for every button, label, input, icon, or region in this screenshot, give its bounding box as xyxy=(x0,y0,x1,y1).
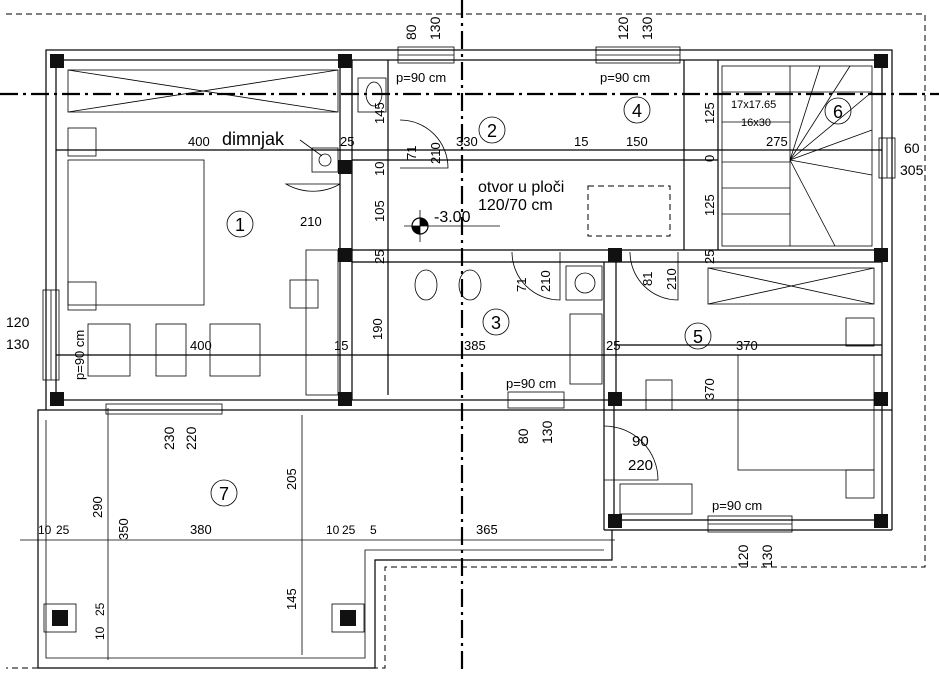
slab-opening xyxy=(587,185,671,237)
window-symbols xyxy=(42,46,896,533)
dim-125-b: 125 xyxy=(702,194,717,216)
window-top-left-width: 80 xyxy=(403,24,419,40)
dim-25-d: 25 xyxy=(606,338,620,353)
dim-330: 330 xyxy=(456,134,478,149)
window-labels: p=90 cm 80 130 p=90 cm 120 130 p=90 cm 1… xyxy=(6,16,924,568)
dim-350: 350 xyxy=(116,518,131,540)
level-marker xyxy=(404,210,500,242)
slab-opening-label-2: 120/70 cm xyxy=(478,197,553,214)
dim-145-b: 145 xyxy=(284,588,299,610)
dim-15-a: 15 xyxy=(574,134,588,149)
window-right-width: 60 xyxy=(904,140,920,156)
dimension-labels: 400 25 330 15 150 275 125 0 125 25 145 1… xyxy=(38,102,788,640)
dim-25-a: 25 xyxy=(340,134,354,149)
window-top-right-height: 130 xyxy=(639,16,655,40)
dim-25-c: 25 xyxy=(372,250,387,264)
room-label-5: 5 xyxy=(693,327,703,347)
dim-400-top: 400 xyxy=(188,134,210,149)
window-top-left-height: 130 xyxy=(427,16,443,40)
dimension-lines xyxy=(20,100,880,660)
terrace-door-width: 230 xyxy=(161,426,177,450)
window-left-sill: p=90 cm xyxy=(72,330,87,380)
slab-opening-label-1: otvor u ploči xyxy=(478,179,564,196)
room-label-7: 7 xyxy=(219,484,229,504)
dim-210-b: 210 xyxy=(300,214,322,229)
stairs-label-1: 17x17.65 xyxy=(731,99,776,111)
window-bottom-right-width: 120 xyxy=(735,544,751,568)
dim-190: 190 xyxy=(370,318,385,340)
dashed-outline xyxy=(6,13,926,669)
room-label-2: 2 xyxy=(487,121,497,141)
window-top-left-sill: p=90 cm xyxy=(396,70,446,85)
dim-81: 81 xyxy=(640,272,655,286)
dim-145: 145 xyxy=(372,102,387,124)
room-label-6: 6 xyxy=(833,102,843,122)
dim-210-c: 210 xyxy=(538,270,553,292)
dim-25-f: 25 xyxy=(342,523,356,537)
window-bottom-right-height: 130 xyxy=(759,544,775,568)
room-label-3: 3 xyxy=(491,313,501,333)
window-top-right-width: 120 xyxy=(615,16,631,40)
dim-10-a: 10 xyxy=(38,523,52,537)
columns xyxy=(50,54,888,528)
dim-380: 380 xyxy=(190,522,212,537)
terrace-door-height: 220 xyxy=(183,426,199,450)
dim-275: 275 xyxy=(766,134,788,149)
window-top-right-sill: p=90 cm xyxy=(600,70,650,85)
dim-290: 290 xyxy=(90,496,105,518)
window-bath-height: 130 xyxy=(539,420,555,444)
dim-370-h: 370 xyxy=(736,338,758,353)
dim-365: 365 xyxy=(476,522,498,537)
chimney xyxy=(299,139,339,173)
dim-150: 150 xyxy=(626,134,648,149)
exterior-walls xyxy=(45,49,893,531)
dim-370-v: 370 xyxy=(702,378,717,400)
window-bottom-right-sill: p=90 cm xyxy=(712,498,762,513)
level-mark-label: -3.00 xyxy=(434,209,471,226)
dim-5: 5 xyxy=(370,523,377,537)
dim-125-a: 125 xyxy=(702,102,717,124)
dim-10-c: 10 xyxy=(93,626,107,640)
dim-385: 385 xyxy=(464,338,486,353)
dim-25-b: 25 xyxy=(702,250,717,264)
dim-210-a: 210 xyxy=(428,142,443,164)
dim-220: 220 xyxy=(628,457,653,474)
dim-105: 105 xyxy=(372,200,387,222)
bed-room-5 xyxy=(619,267,875,515)
dim-10-b: 10 xyxy=(326,523,340,537)
door-swings xyxy=(284,119,679,481)
dim-25-g: 25 xyxy=(93,602,107,616)
dim-400-mid: 400 xyxy=(190,338,212,353)
bathroom-fixtures xyxy=(357,77,603,385)
terrace xyxy=(37,409,613,669)
dim-71-a: 71 xyxy=(404,146,419,160)
dim-0: 0 xyxy=(702,155,717,162)
window-left-height: 130 xyxy=(6,336,30,352)
window-right-height: 305 xyxy=(900,162,924,178)
dim-71-b: 71 xyxy=(514,278,529,292)
dim-90: 90 xyxy=(632,433,649,450)
dim-10: 10 xyxy=(372,162,387,176)
bed-room-1 xyxy=(67,69,339,396)
window-bath-width: 80 xyxy=(515,428,531,444)
dim-210-d: 210 xyxy=(664,268,679,290)
window-left-width: 120 xyxy=(6,314,30,330)
dim-15-b: 15 xyxy=(334,338,348,353)
dim-25-e: 25 xyxy=(56,523,70,537)
chimney-label: dimnjak xyxy=(222,129,285,149)
window-bath-sill: p=90 cm xyxy=(506,376,556,391)
staircase xyxy=(721,65,873,247)
dim-205: 205 xyxy=(284,468,299,490)
stairs-label-2: 16x30 xyxy=(741,117,771,129)
annotations: dimnjak otvor u ploči 120/70 cm -3.00 17… xyxy=(222,99,776,226)
room-label-4: 4 xyxy=(632,101,642,121)
room-labels: 1 2 3 4 5 6 7 xyxy=(210,96,852,507)
room-label-1: 1 xyxy=(235,215,245,235)
